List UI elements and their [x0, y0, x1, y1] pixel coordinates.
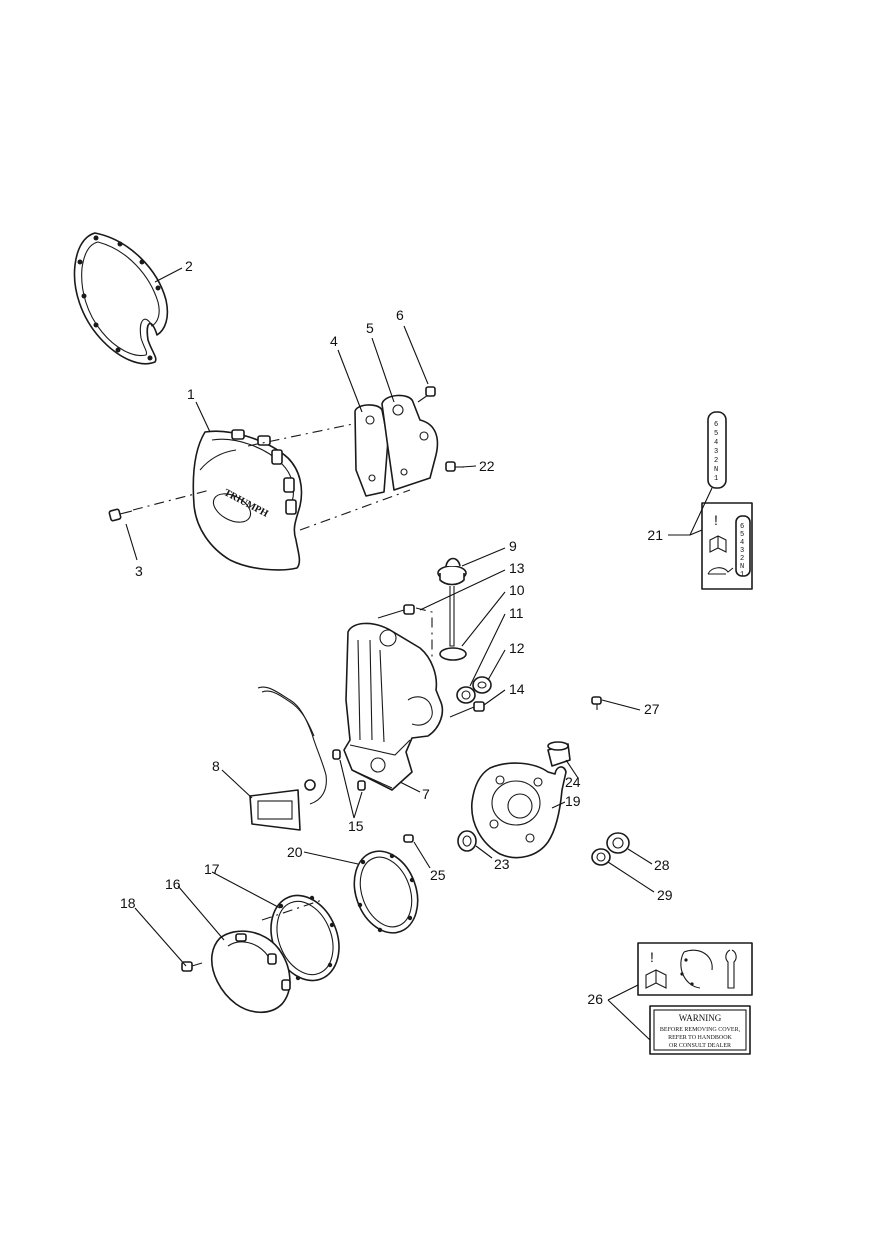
- warning-line: OR CONSULT DEALER: [669, 1043, 731, 1049]
- callout-28: 28: [654, 857, 670, 873]
- callout-8: 8: [212, 758, 220, 774]
- washer-29: [591, 848, 611, 866]
- gear-digit: 1: [740, 571, 744, 579]
- callout-5: 5: [366, 320, 374, 336]
- warning-title: WARNING: [679, 1013, 722, 1023]
- gear-digit: 5: [714, 430, 718, 438]
- housing-7: [343, 622, 444, 791]
- callout-19: 19: [565, 793, 581, 809]
- gasket-20: [353, 850, 419, 934]
- gear-digit: 4: [714, 439, 718, 447]
- callout-2: 2: [185, 258, 193, 274]
- callout-12: 12: [509, 640, 525, 656]
- gasket-17: [270, 894, 340, 982]
- seal-23: [457, 830, 477, 852]
- cover-1: TRIUMPH: [192, 429, 303, 571]
- bolt-3: [108, 508, 133, 522]
- callout-26: 26: [587, 991, 603, 1007]
- callout-27: 27: [644, 701, 660, 717]
- gear-digit: 3: [714, 448, 718, 456]
- callout-29: 29: [657, 887, 673, 903]
- dowel-25: [403, 834, 414, 843]
- callout-16: 16: [165, 876, 181, 892]
- callout-11: 11: [509, 605, 524, 621]
- o-ring-10: [439, 647, 467, 661]
- callout-17: 17: [204, 861, 220, 877]
- callout-18: 18: [120, 895, 136, 911]
- callout-13: 13: [509, 560, 525, 576]
- dipstick-9: [437, 557, 467, 647]
- callout-20: 20: [287, 844, 303, 860]
- callout-15: 15: [348, 818, 364, 834]
- screw-27: [591, 696, 602, 710]
- bolt-13: [377, 604, 415, 619]
- pump-body-19: [471, 762, 567, 859]
- gear-digit: 6: [714, 421, 718, 429]
- callout-6: 6: [396, 307, 404, 323]
- gasket-2: [73, 232, 169, 365]
- gear-digit: 4: [740, 539, 744, 547]
- plug-12: [472, 676, 492, 694]
- callout-22: 22: [479, 458, 495, 474]
- gear-digit: 5: [740, 531, 744, 539]
- callout-21: 21: [647, 527, 663, 543]
- sensor-8: [249, 686, 327, 831]
- warning-line: REFER TO HANDBOOK: [668, 1035, 732, 1041]
- screw-22: [445, 461, 464, 472]
- bolt-14: [449, 701, 485, 718]
- callout-labels: 2 1 3 4 5 6 22 21 9 13 10 11 12 14 27 7 …: [120, 258, 673, 1007]
- warning-line: BEFORE REMOVING COVER,: [660, 1027, 741, 1033]
- bracket-5: [381, 394, 439, 491]
- seal-11: [456, 686, 476, 704]
- callout-7: 7: [422, 786, 430, 802]
- gear-digit: 6: [740, 523, 744, 531]
- callout-10: 10: [509, 582, 525, 598]
- callout-3: 3: [135, 563, 143, 579]
- screw-18: [181, 961, 203, 972]
- gear-digit: N: [714, 466, 718, 474]
- bracket-4: [354, 404, 389, 497]
- screw-6: [417, 386, 436, 403]
- callout-4: 4: [330, 333, 338, 349]
- svg-text:!: !: [650, 949, 654, 965]
- callout-23: 23: [494, 856, 510, 872]
- cover-16: [211, 930, 291, 1014]
- gear-digit: 1: [714, 475, 718, 483]
- gear-decal-21: 6 5 4 3 2 N 1 ! 6 5 4 3 2 N 1: [701, 411, 753, 590]
- plug-28: [606, 832, 630, 854]
- gear-digit: 3: [740, 547, 744, 555]
- gear-digit: N: [740, 563, 744, 571]
- callout-1: 1: [187, 386, 195, 402]
- leader-lines: [125, 267, 713, 1041]
- dowel-15: [332, 749, 366, 791]
- callout-25: 25: [430, 867, 446, 883]
- fitting-24: [547, 741, 571, 767]
- callout-9: 9: [509, 538, 517, 554]
- gear-digit: 2: [714, 457, 718, 465]
- callout-14: 14: [509, 681, 525, 697]
- svg-text:!: !: [714, 512, 718, 528]
- gear-digit: 2: [740, 555, 744, 563]
- callout-24: 24: [565, 774, 581, 790]
- warning-decal-26: ! WARNING BEFORE REMOVING COVER, REFER T…: [637, 942, 753, 1055]
